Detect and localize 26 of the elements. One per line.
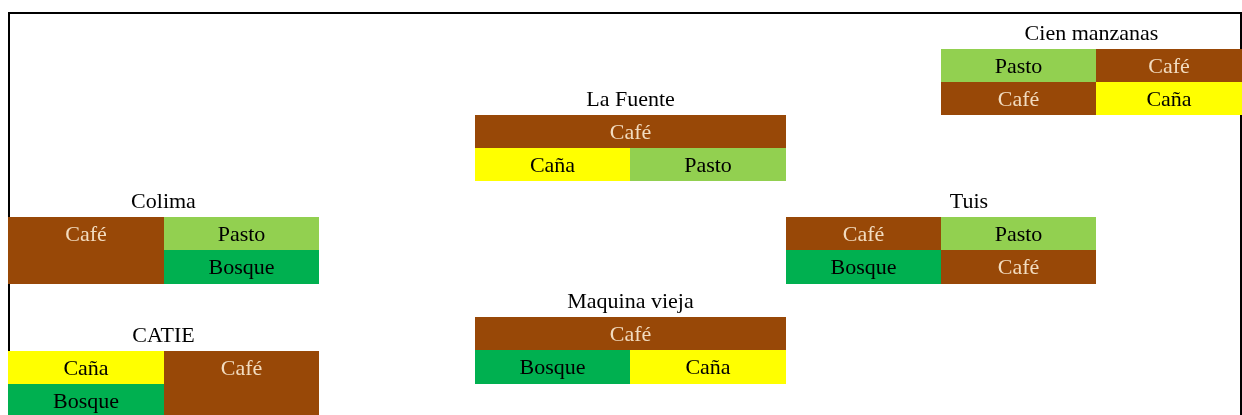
land-use-cell: Caña bbox=[475, 148, 630, 181]
group-title: La Fuente bbox=[585, 85, 676, 113]
group-title: CATIE bbox=[131, 321, 196, 349]
group-title: Cien manzanas bbox=[1023, 19, 1160, 47]
land-use-cell: Café bbox=[786, 217, 941, 250]
group-title: Tuis bbox=[948, 187, 990, 215]
land-use-cell: Bosque bbox=[786, 250, 941, 284]
land-use-cell: Caña bbox=[8, 351, 164, 384]
land-use-cell: Bosque bbox=[475, 350, 630, 384]
land-use-cell: Pasto bbox=[164, 217, 319, 250]
land-use-cell: Bosque bbox=[164, 250, 319, 284]
group-title: Colima bbox=[130, 187, 197, 215]
land-use-cell: Café bbox=[941, 82, 1096, 115]
land-use-cell: Café bbox=[164, 351, 319, 415]
land-use-cell: Café bbox=[1096, 49, 1242, 82]
group-title: Maquina vieja bbox=[566, 287, 695, 315]
land-use-cell: Café bbox=[475, 317, 786, 350]
land-use-cell: Pasto bbox=[941, 217, 1096, 250]
land-use-cell: Café bbox=[475, 115, 786, 148]
land-use-cell: Caña bbox=[1096, 82, 1242, 115]
land-use-cell: Caña bbox=[630, 350, 786, 384]
land-use-cell: Pasto bbox=[941, 49, 1096, 82]
land-use-cell: Café bbox=[941, 250, 1096, 284]
land-use-cell: Bosque bbox=[8, 384, 164, 415]
land-use-cell: Café bbox=[8, 217, 164, 284]
land-use-cell: Pasto bbox=[630, 148, 786, 181]
